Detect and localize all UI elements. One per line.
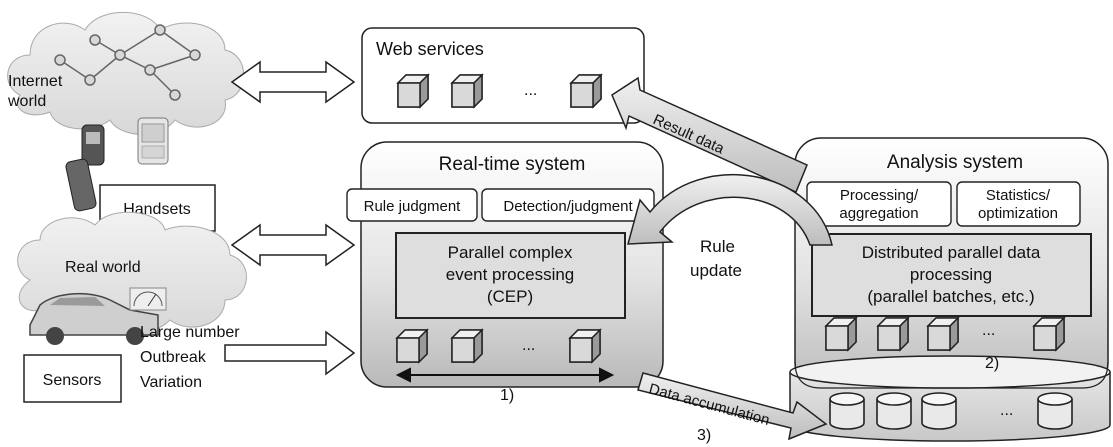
storage-disk (829, 392, 865, 430)
realtime-double-line-arrow (395, 367, 615, 383)
rule-update-label-1: Rule (700, 237, 735, 256)
rule-judgment-label: Rule judgment (364, 198, 462, 215)
statistics-label-1: Statistics/ (986, 187, 1051, 204)
processing-label-1: Processing/ (840, 187, 919, 204)
processing-label-2: aggregation (839, 205, 918, 222)
marker-2: 2) (985, 355, 999, 372)
storage-disk (1037, 392, 1073, 430)
storage-ellipsis: ... (1000, 402, 1013, 419)
gauge-icon (129, 287, 167, 311)
smartphone-icon (137, 117, 169, 165)
analysis-cube (825, 317, 857, 351)
car-icon (29, 292, 159, 345)
web-service-cube (451, 74, 483, 108)
sensors-box (23, 354, 122, 403)
realtime-system-title: Real-time system (439, 154, 586, 175)
statistics-optimization-box (956, 181, 1081, 227)
cep-label-2: event processing (446, 265, 575, 284)
sensor-property-variation: Variation (140, 374, 202, 391)
result-data-arrow (611, 76, 808, 194)
real-world-label: Real world (65, 259, 141, 276)
marker-1: 1) (500, 387, 514, 404)
sensors-label: Sensors (43, 372, 102, 389)
web-service-cube (570, 74, 602, 108)
sensors-realtime-arrow (224, 330, 356, 376)
cep-box (395, 232, 626, 319)
sensor-property-large-number: Large number (140, 324, 240, 341)
detection-judgment-label: Detection/judgment (503, 198, 633, 215)
analysis-box-bottom-edge (794, 361, 1109, 389)
storage-disk (876, 392, 912, 430)
distributed-label-1: Distributed parallel data (862, 243, 1041, 262)
realtime-cube (569, 329, 601, 363)
marker-3: 3) (697, 427, 711, 444)
web-services-title: Web services (376, 39, 484, 59)
sensor-property-outbreak: Outbreak (140, 349, 207, 366)
rule-judgment-box (346, 188, 478, 222)
phone-icon (65, 124, 105, 212)
realtime-ellipsis: ... (522, 337, 535, 354)
web-service-cube (397, 74, 429, 108)
realworld-realtime-double-arrow (230, 223, 356, 267)
analysis-ellipsis: ... (982, 322, 995, 339)
detection-judgment-box (481, 188, 655, 222)
internet-webservices-double-arrow (230, 60, 356, 104)
analysis-system-title: Analysis system (887, 152, 1023, 173)
data-accumulation-arrow (637, 372, 828, 441)
analysis-cube (927, 317, 959, 351)
realtime-cube (451, 329, 483, 363)
cep-label-1: Parallel complex (448, 243, 573, 262)
analysis-cube (1033, 317, 1065, 351)
internet-world-label-2: world (7, 93, 46, 110)
distributed-label-3: (parallel batches, etc.) (867, 287, 1034, 306)
rule-update-curved-arrow (627, 173, 833, 246)
internet-world-label-1: Internet (8, 73, 63, 90)
storage-disk (921, 392, 957, 430)
distributed-label-2: processing (910, 265, 992, 284)
realtime-cube (396, 329, 428, 363)
web-services-ellipsis: ... (524, 82, 537, 99)
distributed-processing-box (811, 233, 1092, 317)
cep-label-3: (CEP) (487, 287, 533, 306)
rule-update-label-2: update (690, 261, 742, 280)
network-graph-icon (54, 24, 201, 101)
statistics-label-2: optimization (978, 205, 1058, 222)
analysis-cube (877, 317, 909, 351)
